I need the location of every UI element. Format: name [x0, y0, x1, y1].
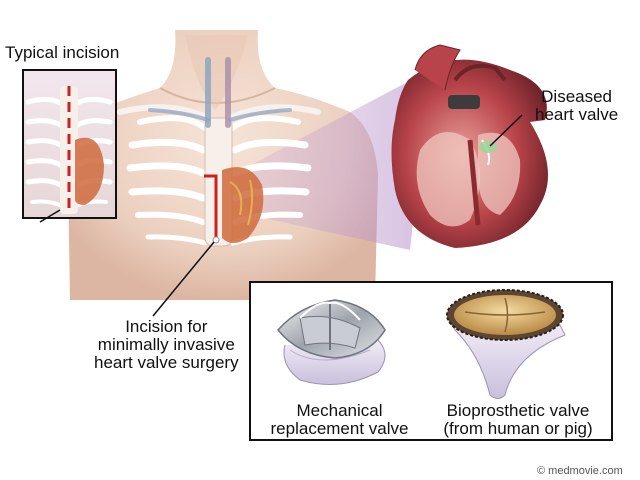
diseased-line-1: Diseased: [541, 87, 613, 106]
zoom-beam: [232, 70, 430, 250]
incision-line-3: heart valve surgery: [94, 353, 239, 372]
mechanical-line-1: Mechanical: [296, 401, 383, 420]
incision-leader-line: [152, 241, 215, 317]
minimal-incision-line: [204, 174, 218, 238]
torso-heart: [222, 167, 264, 243]
mechanical-valve-label: Mechanical replacement valve: [262, 402, 417, 438]
diseased-leader-line: [489, 114, 523, 147]
mechanical-valve-icon: [277, 299, 386, 385]
incision-line-1: Incision for: [125, 317, 208, 336]
vessels: [148, 57, 292, 128]
diseased-valve-label: Diseased heart valve: [535, 88, 618, 124]
mechanical-line-2: replacement valve: [270, 419, 409, 438]
typical-incision-inset: [22, 69, 117, 223]
bio-line-2: (from human or pig): [443, 419, 593, 438]
watermark: © medmovie.com: [537, 465, 623, 477]
heart-cross-section: [391, 44, 548, 248]
incision-label: Incision for minimally invasive heart va…: [94, 318, 239, 372]
typical-incision-label: Typical incision: [5, 43, 120, 62]
bioprosthetic-valve-label: Bioprosthetic valve (from human or pig): [428, 402, 608, 438]
bio-line-1: Bioprosthetic valve: [446, 401, 590, 420]
incision-line-2: minimally invasive: [97, 335, 235, 354]
bioprosthetic-valve-icon: [446, 289, 566, 399]
diseased-line-2: heart valve: [535, 105, 619, 124]
